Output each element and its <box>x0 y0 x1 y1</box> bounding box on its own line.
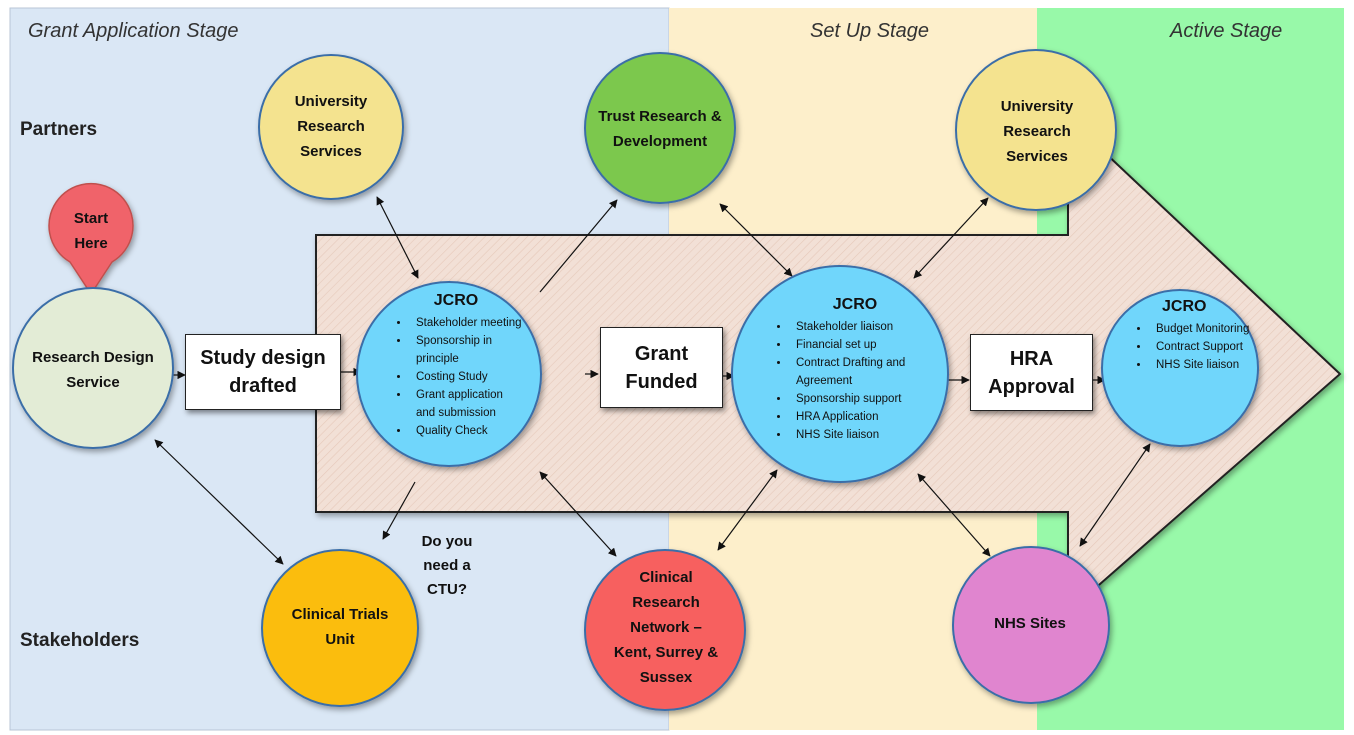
stakeholders-row-label: Stakeholders <box>20 630 140 651</box>
research-design-service-circle <box>12 287 174 449</box>
jcro-grant-list: Stakeholder meeting Sponsorship in princ… <box>390 314 522 440</box>
clinical-trials-unit-circle <box>261 549 419 707</box>
jcro-grant-circle <box>356 281 542 467</box>
jcro-setup-circle <box>731 265 949 483</box>
nhs-sites-circle <box>952 546 1110 704</box>
jcro-setup-title: JCRO <box>832 296 878 313</box>
jcro-setup-item: Financial set up <box>790 336 940 354</box>
research-design-service-label: Research Design Service <box>32 349 154 391</box>
jcro-grant-item: Stakeholder meeting <box>410 314 522 332</box>
jcro-grant-item: Quality Check <box>410 422 522 440</box>
jcro-setup-item: Contract Drafting and Agreement <box>790 354 940 390</box>
university-research-services-label: University Research Services <box>1000 97 1074 165</box>
university-research-services-circle <box>955 49 1117 211</box>
clinical-research-network-label: Clinical Research Network – Kent, Surrey… <box>613 568 719 686</box>
start-here-label: Start Here <box>73 210 109 252</box>
jcro-grant-item: Grant application and submission <box>410 386 522 422</box>
grant-funded-box: Grant Funded <box>600 327 723 408</box>
nhs-sites-label: NHS Sites <box>994 614 1066 632</box>
trust-research-development-label: Trust Research & Development <box>598 108 722 150</box>
university-research-services-label: University Research Services <box>294 92 368 160</box>
set-up-stage-title: Set Up Stage <box>810 20 929 42</box>
university-research-services-circle <box>258 54 404 200</box>
clinical-trials-unit-label: Clinical Trials Unit <box>291 606 389 648</box>
jcro-grant-item: Costing Study <box>410 368 522 386</box>
jcro-grant-title: JCRO <box>433 292 479 309</box>
hra-approval-box: HRA Approval <box>970 334 1093 411</box>
jcro-active-list: Budget Monitoring Contract Support NHS S… <box>1130 320 1270 374</box>
partners-row-label: Partners <box>20 119 98 140</box>
clinical-research-network-circle <box>584 549 746 711</box>
jcro-setup-item: Stakeholder liaison <box>790 318 940 336</box>
jcro-grant-content: JCRO Stakeholder meeting Sponsorship in … <box>390 292 522 440</box>
jcro-setup-item: Sponsorship support <box>790 390 940 408</box>
active-stage-title: Active Stage <box>1170 20 1283 42</box>
need-ctu-question: Do you need a CTU? <box>421 533 473 598</box>
jcro-setup-list: Stakeholder liaison Financial set up Con… <box>770 318 940 444</box>
start-here-pin <box>48 182 134 296</box>
jcro-setup-content: JCRO Stakeholder liaison Financial set u… <box>770 296 940 444</box>
jcro-grant-item: Sponsorship in principle <box>410 332 522 368</box>
trust-research-development-circle <box>584 52 736 204</box>
jcro-active-circle <box>1101 289 1259 447</box>
connectors <box>154 196 1151 565</box>
jcro-active-content: JCRO Budget Monitoring Contract Support … <box>1130 298 1270 374</box>
jcro-active-title: JCRO <box>1162 298 1207 315</box>
jcro-active-item: Contract Support <box>1150 338 1270 356</box>
jcro-setup-item: HRA Application <box>790 408 940 426</box>
jcro-setup-item: NHS Site liaison <box>790 426 940 444</box>
grant-application-stage-title: Grant Application Stage <box>28 20 239 42</box>
jcro-active-item: NHS Site liaison <box>1150 356 1270 374</box>
jcro-active-item: Budget Monitoring <box>1150 320 1270 338</box>
study-design-drafted-box: Study design drafted <box>185 334 341 410</box>
